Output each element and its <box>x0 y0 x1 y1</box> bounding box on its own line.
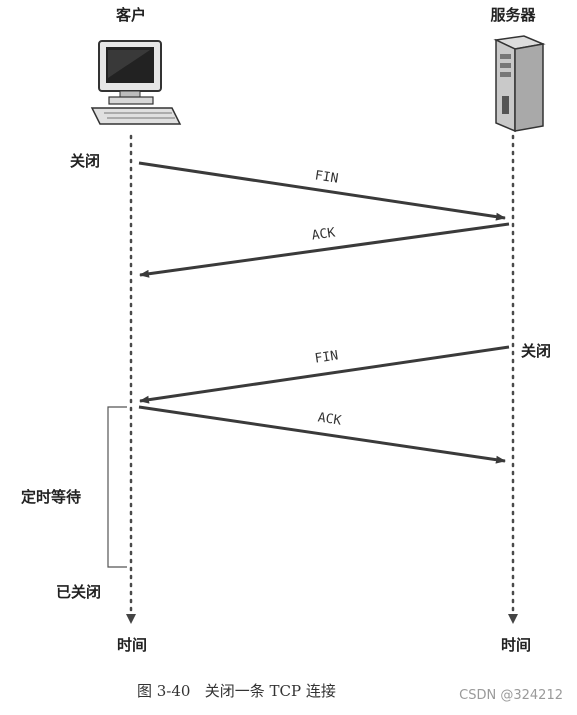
ack-2-label: ACK <box>317 410 343 428</box>
client-time-label: 时间 <box>117 636 147 654</box>
fin-1-label: FIN <box>314 168 339 186</box>
message-fin-2: FIN <box>139 345 510 404</box>
time-wait-bracket <box>107 406 127 568</box>
server-label: 服务器 <box>490 6 536 24</box>
server-time-label: 时间 <box>501 636 531 654</box>
client-close-label: 关闭 <box>70 152 100 170</box>
figure-caption: 图 3-40 关闭一条 TCP 连接 <box>137 682 336 700</box>
desktop-computer-icon <box>90 40 182 125</box>
message-ack-1: ACK <box>139 222 510 278</box>
server-tower-icon <box>493 35 546 133</box>
fin-1-arrow <box>138 161 506 221</box>
ack-1-label: ACK <box>311 225 337 243</box>
watermark: CSDN @324212 <box>459 688 563 703</box>
ack-2-arrow <box>138 405 506 464</box>
time-wait-label: 定时等待 <box>21 488 81 506</box>
ack-1-arrow <box>139 222 510 278</box>
message-fin-1: FIN <box>138 161 506 221</box>
server-close-label: 关闭 <box>521 342 551 360</box>
client-closed-label: 已关闭 <box>56 583 101 601</box>
fin-2-label: FIN <box>314 348 339 366</box>
message-ack-2: ACK <box>138 405 506 464</box>
client-label: 客户 <box>115 6 146 24</box>
fin-2-arrow <box>139 345 510 404</box>
server-timeline-end-arrow <box>508 614 518 624</box>
client-timeline-end-arrow <box>126 614 136 624</box>
